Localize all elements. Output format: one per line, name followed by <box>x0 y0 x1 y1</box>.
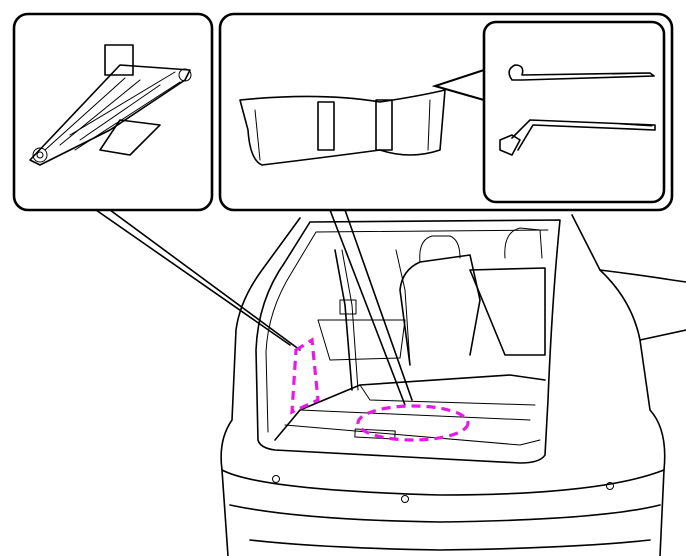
reflector-right <box>606 482 614 490</box>
tool-bag-callout <box>218 12 674 212</box>
scissor-jack-icon <box>29 44 192 166</box>
tools-callout-pointer-2 <box>344 209 413 401</box>
vehicle-rear-illustration <box>220 214 686 556</box>
reflector-left <box>272 475 280 483</box>
floor-handle <box>354 428 396 440</box>
tools-location-highlight <box>356 404 470 442</box>
jack-callout-pointer <box>109 209 301 351</box>
tools-callout-pointer <box>329 209 406 406</box>
wheel-nut-wrench-icon <box>499 119 656 156</box>
jack-location-highlight <box>290 337 320 415</box>
bumper-marker <box>401 495 409 503</box>
jack-callout-pointer-2 <box>95 209 291 346</box>
jack-callout <box>12 12 214 212</box>
jack-handle-icon <box>508 64 655 81</box>
seatbelt-buckle <box>339 299 357 315</box>
tool-bag-icon <box>239 89 446 166</box>
